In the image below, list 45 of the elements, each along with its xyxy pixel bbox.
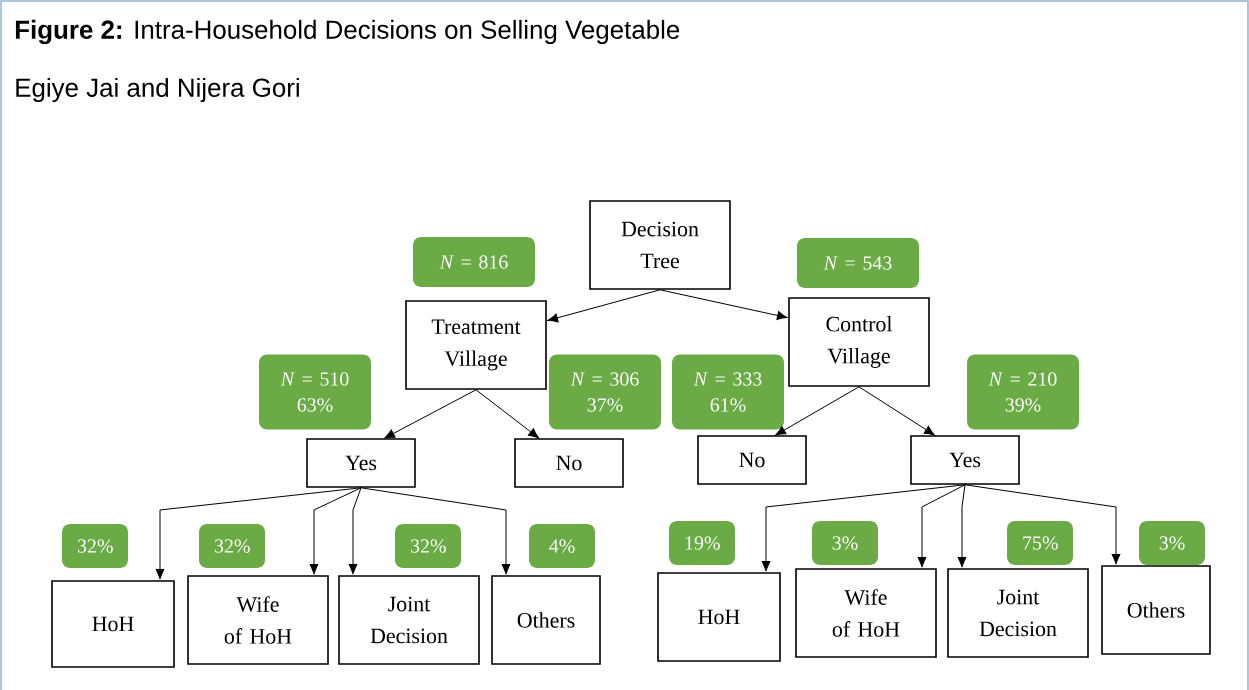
subtitle: Egiye Jai and Nijera Gori (16, 77, 299, 103)
arrow (957, 484, 967, 568)
decision-box: Wife of HoH (795, 568, 937, 658)
arrow (309, 487, 362, 575)
figure-title: Figure 2: Intra-Household Decisions on Selling Vegetable (15, 19, 680, 45)
arrow (475, 389, 540, 439)
count-badge: 32% (62, 524, 128, 568)
arrow (858, 386, 935, 436)
decision-box: Control Village (788, 297, 930, 387)
arrow (659, 289, 788, 320)
count-badge: 3% (1139, 521, 1205, 565)
count-badge: 32% (395, 524, 461, 568)
count-badge: N = 306 37% (549, 354, 661, 430)
arrow (775, 386, 860, 436)
count-badge: 3% (812, 521, 878, 565)
count-badge: 75% (1007, 521, 1073, 565)
arrow (917, 484, 966, 568)
count-badge: 4% (529, 524, 595, 568)
decision-box: Yes (306, 438, 416, 488)
decision-box: HoH (51, 580, 175, 668)
arrow (155, 487, 362, 580)
count-badge: N = 210 39% (967, 354, 1079, 430)
decision-box: Yes (910, 435, 1020, 485)
decision-box: Others (491, 575, 601, 665)
arrow (348, 487, 362, 575)
arrow (964, 484, 1121, 565)
count-badge: N = 816 (413, 237, 535, 287)
arrow (384, 389, 477, 439)
decision-box: No (697, 435, 807, 485)
decision-box: Treatment Village (405, 300, 547, 390)
count-badge: N = 510 63% (259, 354, 371, 430)
decision-box: Others (1101, 565, 1211, 655)
count-badge: N = 543 (797, 238, 919, 288)
arrow (761, 484, 966, 572)
arrow (360, 487, 511, 575)
arrow (547, 289, 661, 323)
count-badge: 19% (669, 521, 735, 565)
decision-box: Decision Tree (589, 200, 731, 290)
decision-box: Joint Decision (947, 568, 1089, 658)
count-badge: N = 333 61% (672, 354, 784, 430)
decision-box: Joint Decision (338, 575, 480, 665)
count-badge: 32% (199, 524, 265, 568)
decision-box: Wife of HoH (187, 575, 329, 665)
decision-box: No (514, 438, 624, 488)
decision-box: HoH (657, 572, 781, 662)
